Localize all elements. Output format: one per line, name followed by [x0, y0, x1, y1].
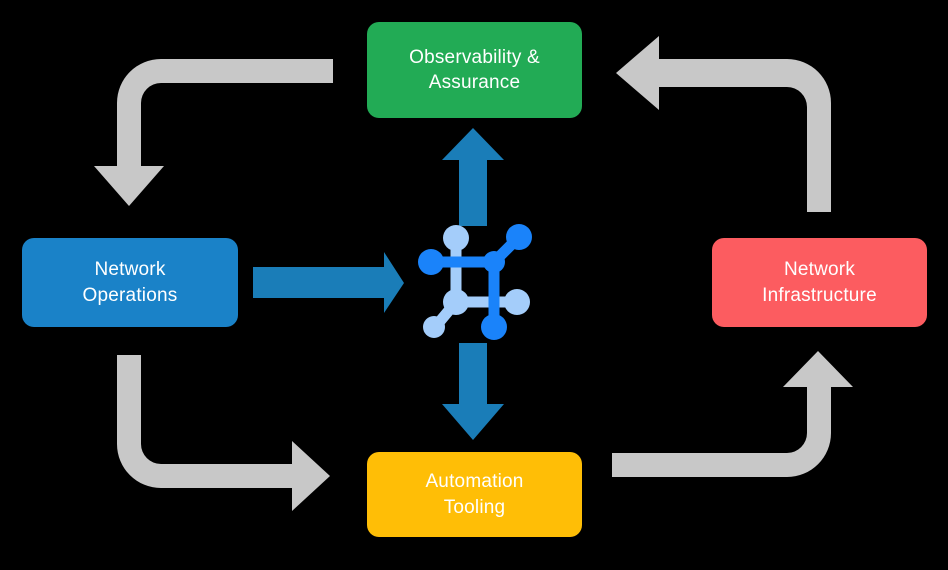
node-network-infrastructure[interactable]: Network Infrastructure [712, 238, 927, 327]
arrow-hub-to-automation [442, 343, 504, 440]
arrow-operations-to-hub [253, 252, 404, 313]
node-observability-label: Observability & Assurance [409, 46, 540, 93]
node-observability-assurance[interactable]: Observability & Assurance [367, 22, 582, 118]
node-automation-label: Automation Tooling [425, 471, 524, 518]
arrow-hub-to-observability [442, 128, 504, 226]
node-infrastructure-label: Network Infrastructure [762, 259, 877, 306]
hub-nodes-secondary [423, 225, 530, 338]
hub-nodes-primary [418, 224, 532, 340]
node-automation-tooling[interactable]: Automation Tooling [367, 452, 582, 537]
arrow-infrastructure-to-observability [616, 36, 831, 212]
node-network-operations[interactable]: Network Operations [22, 238, 238, 327]
arrow-operations-to-automation [117, 355, 330, 511]
network-topology-icon [418, 224, 532, 340]
arrow-observability-to-operations [94, 59, 333, 206]
arrow-automation-to-infrastructure [612, 351, 853, 477]
node-operations-label: Network Operations [82, 259, 178, 306]
